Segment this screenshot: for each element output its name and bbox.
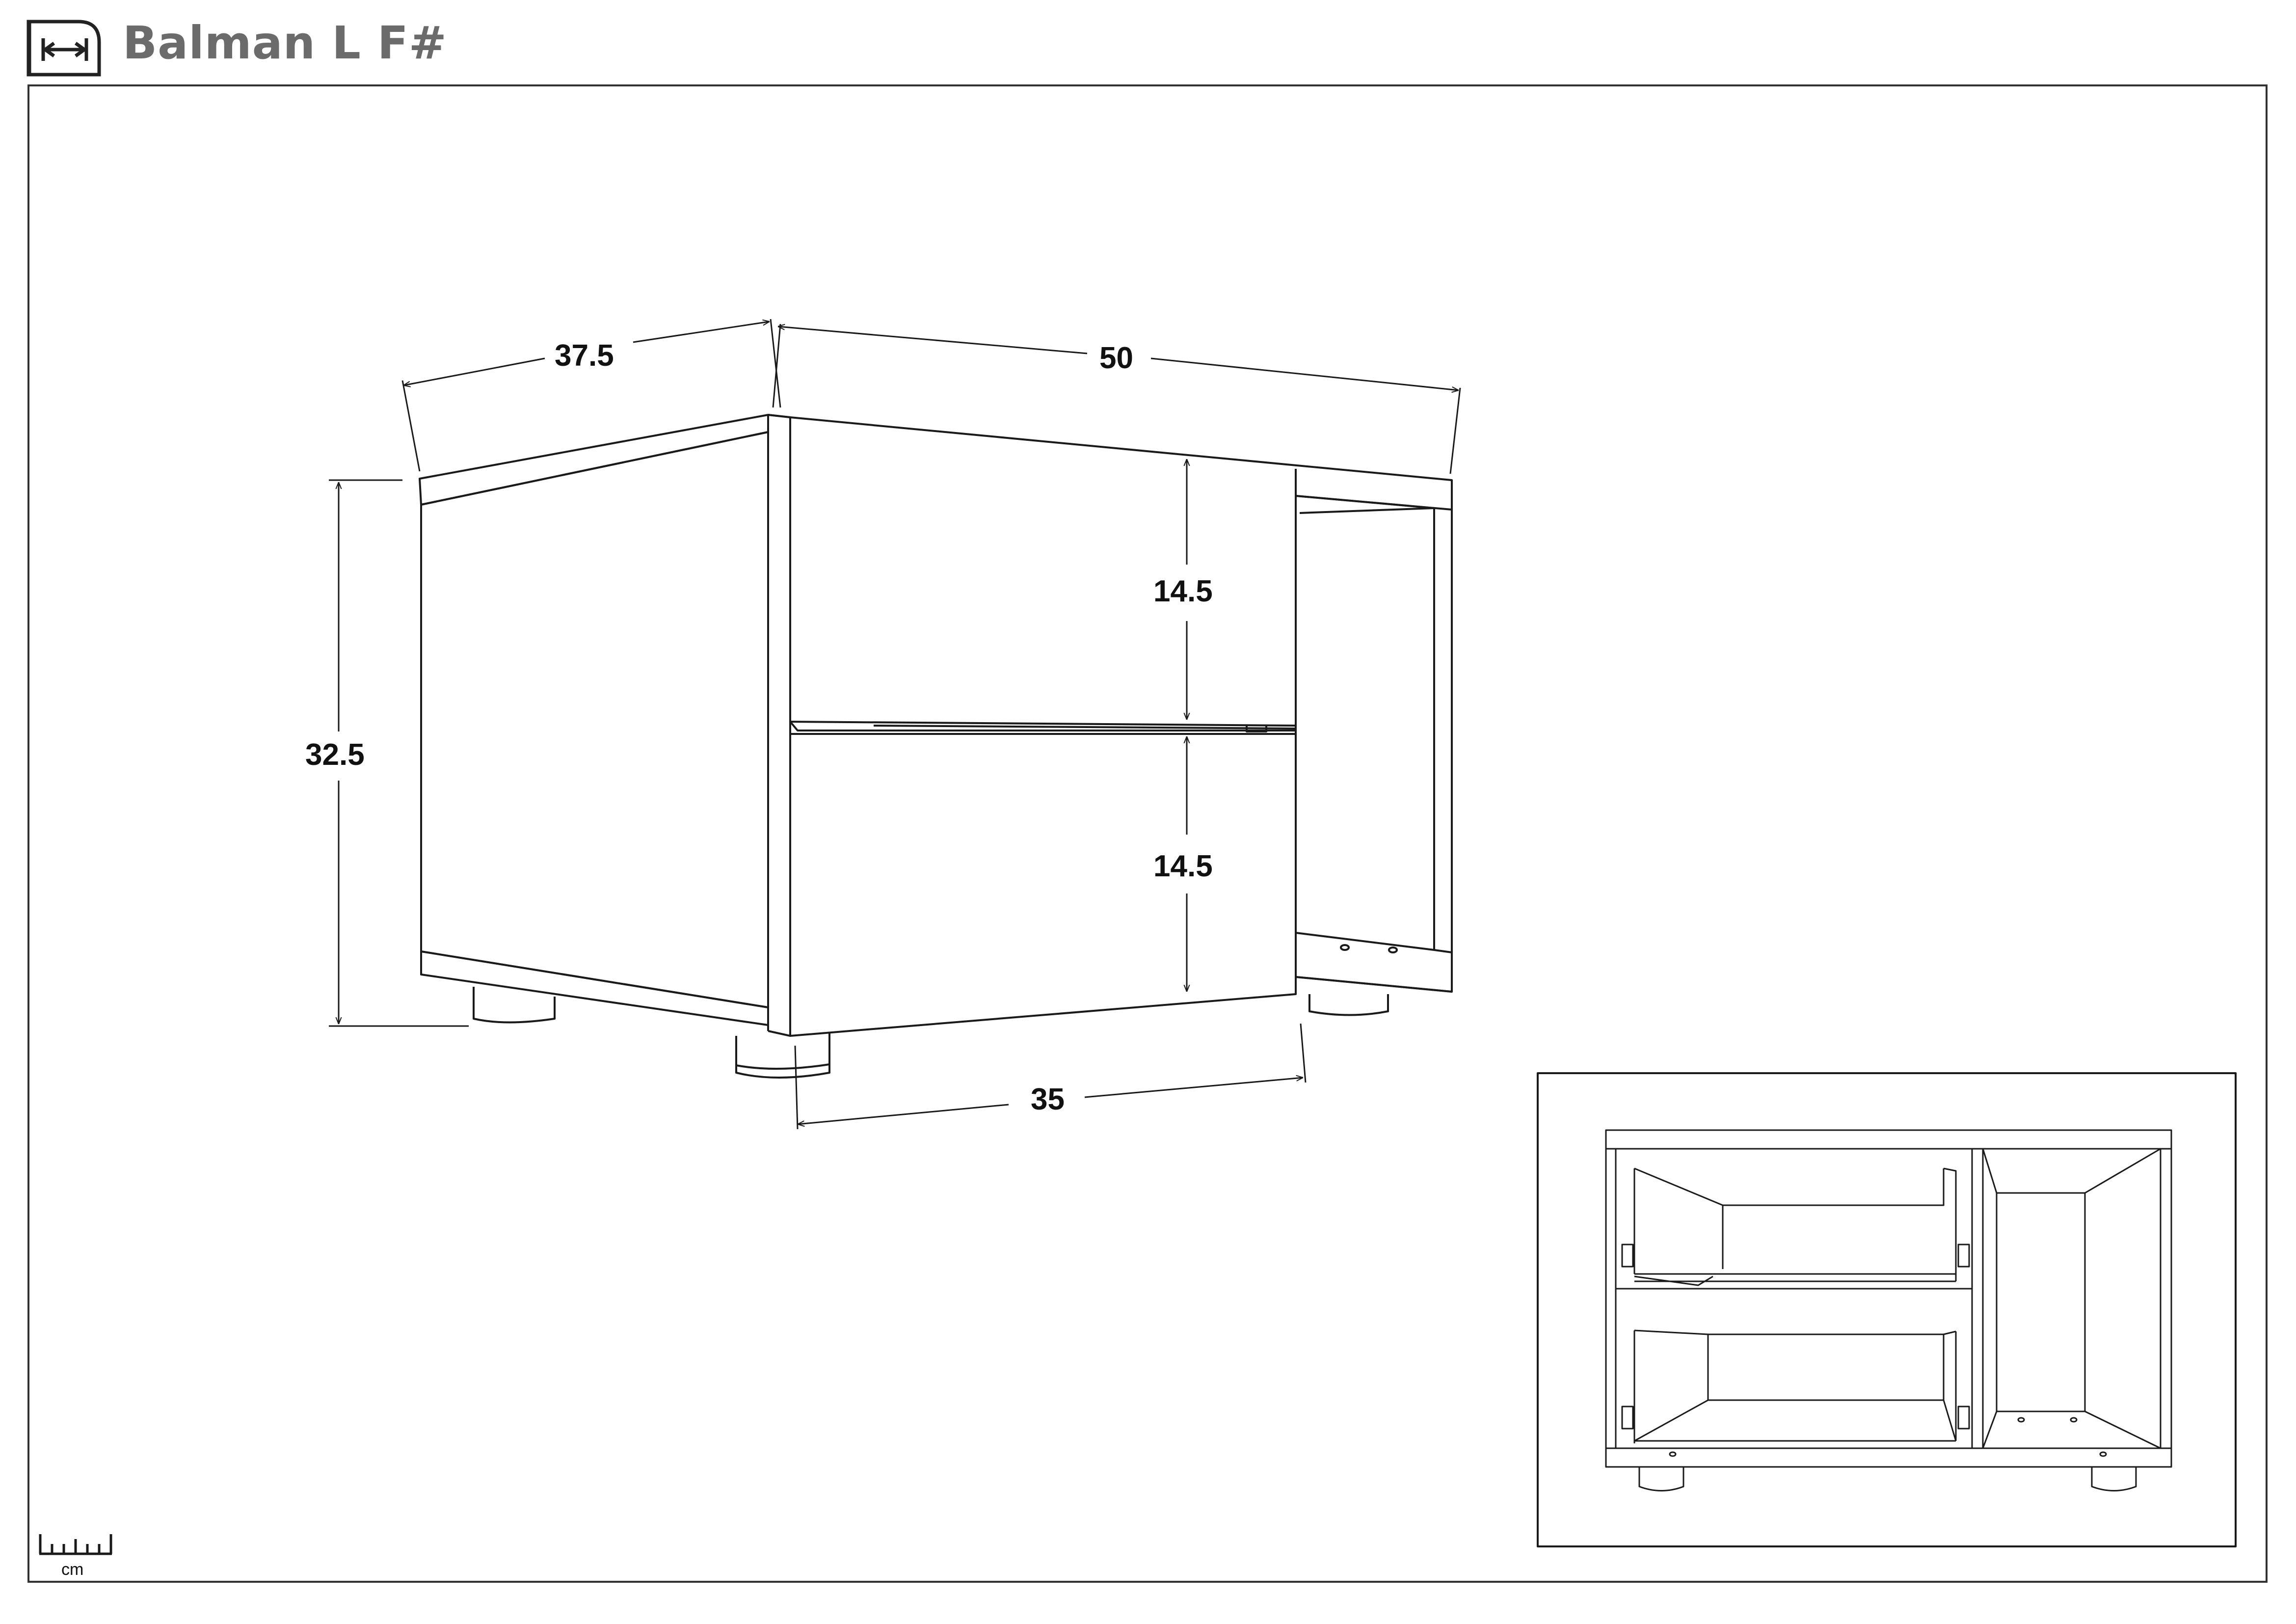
dim-drawer-top-label: 14.5: [1153, 574, 1213, 608]
ruler-icon: [39, 1534, 112, 1555]
inset-detail: [1537, 1072, 2237, 1547]
width-measure-icon: [27, 20, 101, 77]
drawing-frame: [27, 84, 2268, 1583]
dim-drawer-bottom-label: 14.5: [1153, 849, 1213, 883]
page-title: Balman L F#: [123, 17, 447, 69]
dim-drawer-width-label: 35: [1031, 1083, 1065, 1116]
cabinet-drawing: [419, 414, 1453, 1079]
dimension-lines: [329, 319, 1461, 1130]
dim-width-label: 50: [1099, 341, 1133, 375]
dim-height-label: 32.5: [305, 738, 365, 772]
scale-unit-label: cm: [61, 1560, 83, 1579]
dim-depth-label: 37.5: [555, 339, 614, 373]
